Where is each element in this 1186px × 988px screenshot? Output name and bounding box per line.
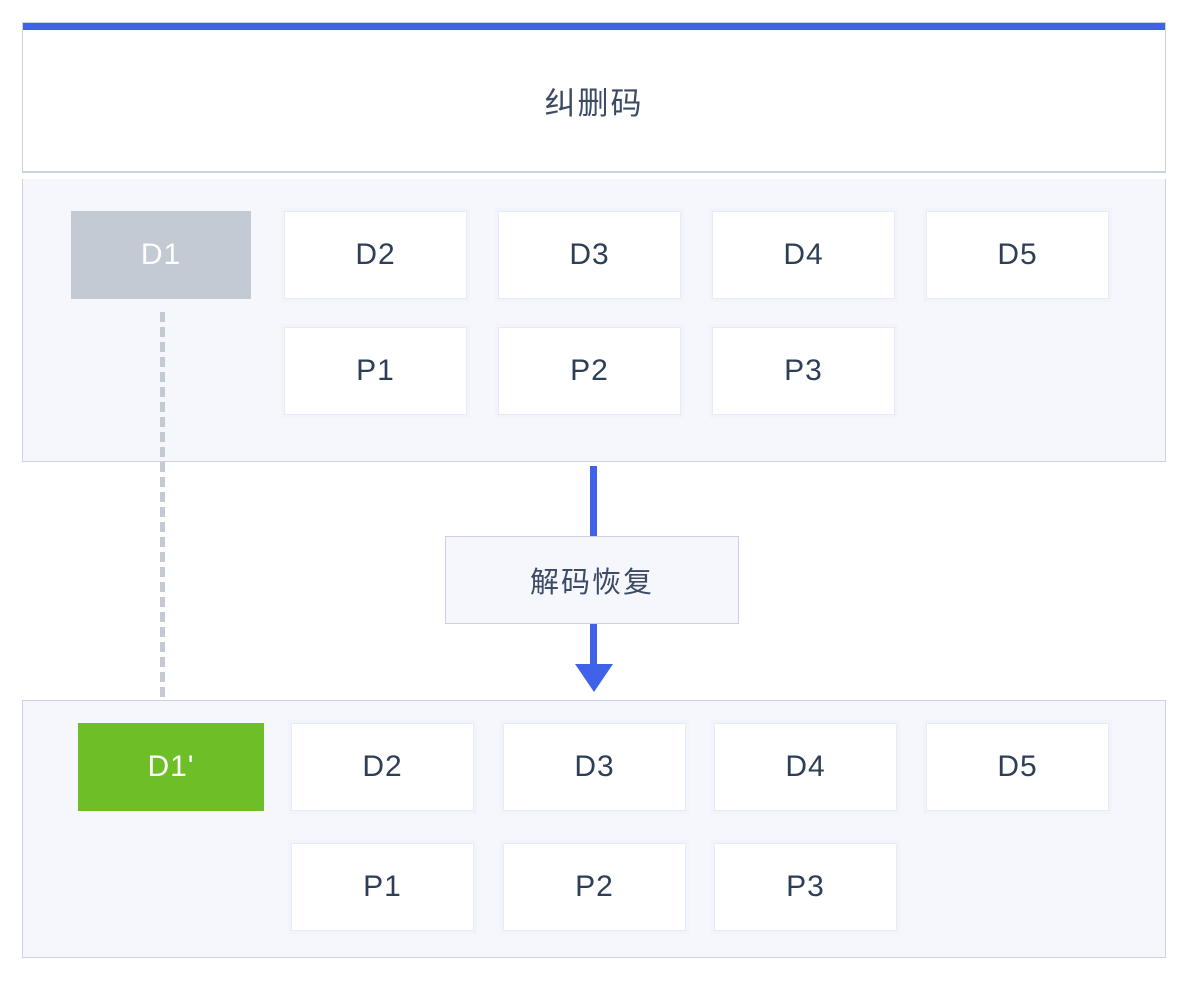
- flow-arrow-stem-bottom: [590, 624, 597, 668]
- shard-d2-recovered[interactable]: D2: [291, 723, 474, 811]
- recovered-shard-shelf: D1' D2 D3 D4 D5 P1 P2 P3: [22, 700, 1166, 958]
- shard-d4[interactable]: D4: [712, 211, 895, 299]
- shard-d2[interactable]: D2: [284, 211, 467, 299]
- shard-d1-restored[interactable]: D1': [78, 723, 264, 811]
- shard-d3[interactable]: D3: [498, 211, 681, 299]
- arrow-down-icon: [575, 664, 613, 692]
- shard-d3-recovered[interactable]: D3: [503, 723, 686, 811]
- shard-d1-lost[interactable]: D1: [71, 211, 251, 299]
- accent-bar: [23, 23, 1165, 30]
- shard-d4-recovered[interactable]: D4: [714, 723, 897, 811]
- shard-p3[interactable]: P3: [712, 327, 895, 415]
- shard-p1[interactable]: P1: [284, 327, 467, 415]
- shard-p2[interactable]: P2: [498, 327, 681, 415]
- encoded-shard-shelf: D1 D2 D3 D4 D5 P1 P2 P3: [22, 179, 1166, 462]
- shard-p1-recovered[interactable]: P1: [291, 843, 474, 931]
- erasure-code-card: 纠删码: [22, 22, 1166, 173]
- lost-shard-tracer-line: [160, 312, 165, 712]
- flow-arrow-stem-top: [590, 466, 597, 536]
- decode-recovery-box[interactable]: 解码恢复: [445, 536, 739, 624]
- shard-d5[interactable]: D5: [926, 211, 1109, 299]
- shard-d5-recovered[interactable]: D5: [926, 723, 1109, 811]
- shard-p2-recovered[interactable]: P2: [503, 843, 686, 931]
- diagram-title: 纠删码: [23, 30, 1165, 172]
- shard-p3-recovered[interactable]: P3: [714, 843, 897, 931]
